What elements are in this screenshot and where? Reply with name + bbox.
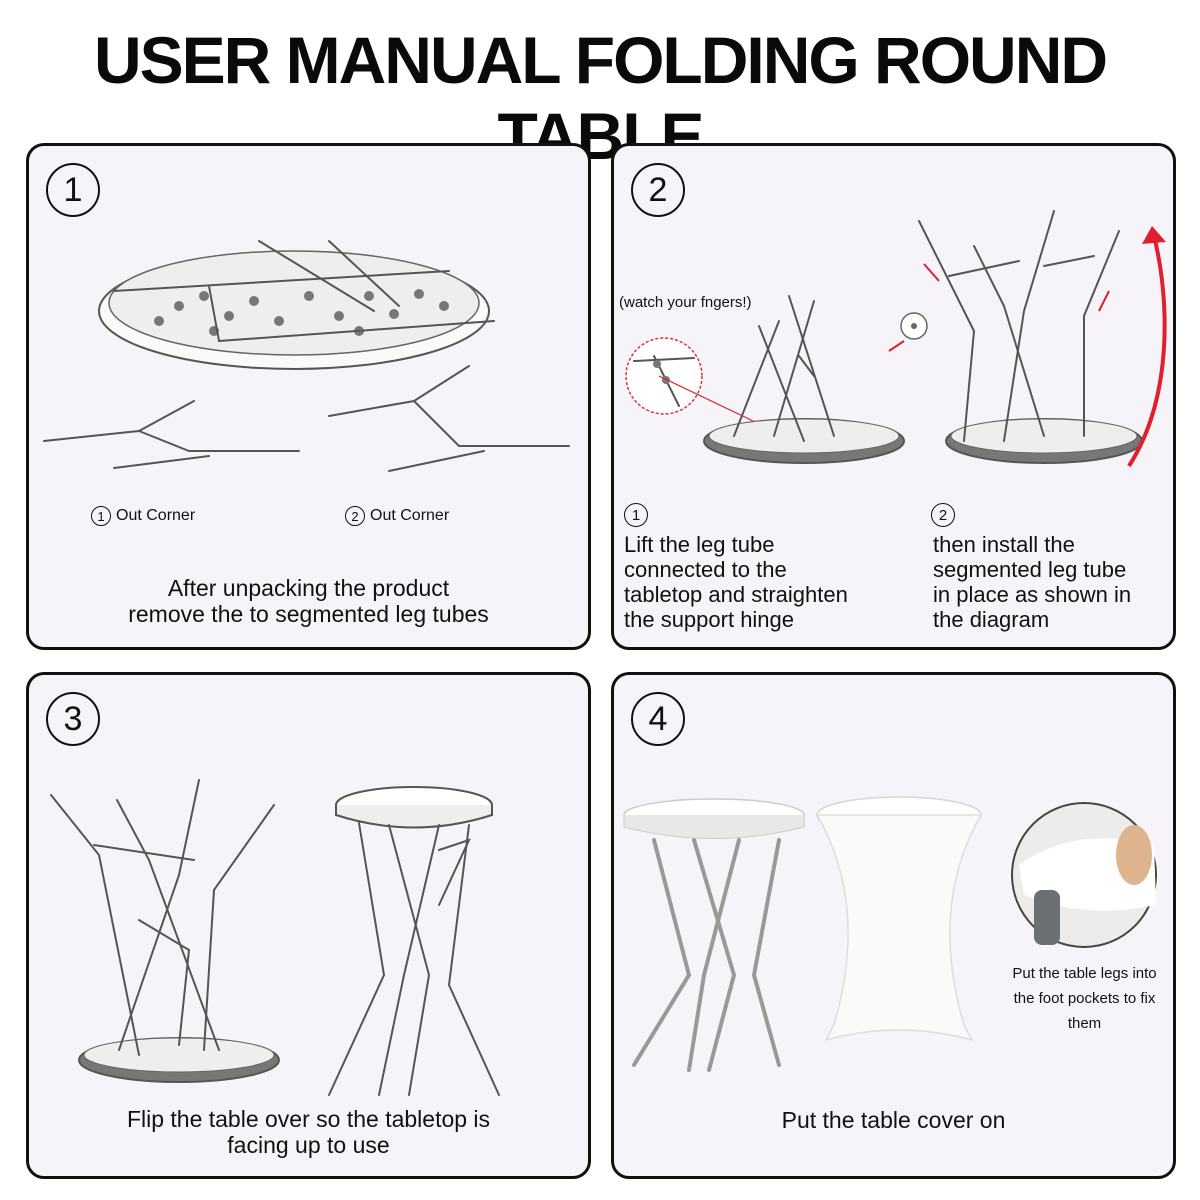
step-1-panel: 1 1 Out Corner 2 Out Corner After: [26, 143, 591, 650]
step-3-caption: Flip the table over so the tabletop is f…: [126, 1106, 491, 1158]
out-corner-label-2: 2 Out Corner: [345, 506, 449, 526]
leg-assembly-illustration: [625, 210, 1167, 468]
foot-pocket-note: Put the table legs into the foot pockets…: [1012, 965, 1157, 1032]
step-4-caption: Put the table cover on: [781, 1107, 1006, 1133]
sub-step-1-number: 1: [624, 503, 648, 527]
out-corner-label-1: 1 Out Corner: [91, 506, 195, 526]
step-number: 1: [46, 163, 100, 217]
step-1-caption: After unpacking the product remove the t…: [128, 575, 489, 627]
step-2-panel: 2 (watch your fngers!) 1: [611, 143, 1176, 650]
step-4-panel: 4 Put the table legs into the foot pocke…: [611, 672, 1176, 1179]
sub-step-2-number: 2: [931, 503, 955, 527]
step-number: 2: [631, 163, 685, 217]
flip-table-illustration: [50, 779, 500, 1096]
sub-step-1-text: Lift the leg tube connected to the table…: [624, 532, 848, 632]
step-3-panel: 3 Flip the table over so the tabletop is…: [26, 672, 591, 1179]
warning-note: (watch your fngers!): [619, 294, 752, 311]
table-cover-illustration: [623, 796, 1157, 1072]
sub-step-2-text: then install the segmented leg tube in p…: [933, 532, 1132, 632]
page-title: USER MANUAL FOLDING ROUND TABLE: [93, 23, 1108, 173]
folded-table-illustration: [43, 240, 570, 472]
step-number: 4: [631, 692, 685, 746]
step-number: 3: [46, 692, 100, 746]
